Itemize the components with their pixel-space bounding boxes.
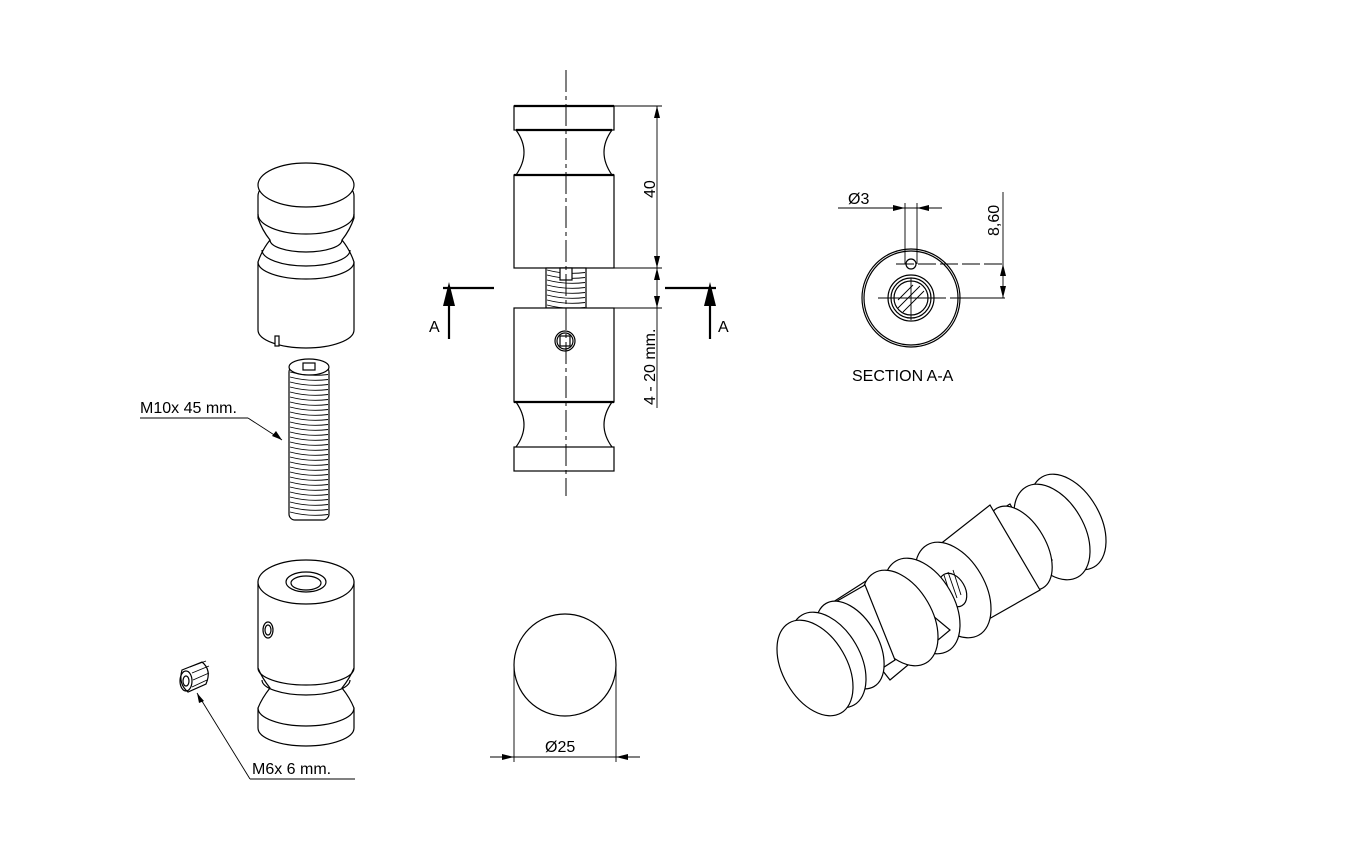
section-marker-right: A [665, 282, 729, 339]
thread-line [289, 416, 329, 421]
front-view [513, 70, 615, 496]
section-title: SECTION A-A [852, 368, 954, 385]
thread-line [289, 396, 329, 401]
thread-line [289, 376, 329, 381]
thread-line [289, 406, 329, 411]
thread-line [289, 486, 329, 491]
thread-line [289, 511, 329, 516]
thread-line [289, 501, 329, 506]
thread-line [289, 461, 329, 466]
thread-line [289, 471, 329, 476]
exploded-set-screw [179, 660, 210, 693]
thread-line [289, 476, 329, 481]
thread-line [289, 436, 329, 441]
stud-label: M10x 45 mm. [140, 400, 237, 417]
thread-line [289, 491, 329, 496]
set-screw-leader: M6x 6 mm. [196, 692, 355, 780]
thread-line [289, 426, 329, 431]
thread-line [289, 411, 329, 416]
thread-line [289, 441, 329, 446]
thread-line [289, 451, 329, 456]
exploded-bottom-knob [257, 559, 355, 747]
exploded-top-knob [257, 162, 355, 349]
thread-line [289, 466, 329, 471]
section-letter-right: A [718, 319, 729, 336]
thread-line [289, 496, 329, 501]
thread-line [289, 421, 329, 426]
isometric-view [776, 473, 1107, 717]
thread-line [289, 371, 329, 376]
thread-line [289, 446, 329, 451]
height-dimension: 40 4 - 20 mm. [614, 105, 662, 408]
exploded-threaded-stud [288, 358, 330, 521]
end-view: Ø25 [490, 613, 640, 762]
section-marker-left: A [429, 282, 494, 339]
thread-line [546, 294, 586, 299]
stud-leader: M10x 45 mm. [140, 400, 283, 441]
section-view: Ø3 8,60 SECTION A-A [838, 191, 1006, 385]
gap-dim-label: 4 - 20 mm. [642, 329, 659, 405]
set-screw-label: M6x 6 mm. [252, 761, 331, 778]
height-dim-label: 40 [642, 180, 659, 198]
thread-line [289, 391, 329, 396]
thread-line [289, 431, 329, 436]
section-letter-left: A [429, 319, 440, 336]
thread-line [289, 401, 329, 406]
diameter-label: Ø25 [545, 739, 575, 756]
hole-diameter-label: Ø3 [848, 191, 869, 208]
thread-line [289, 381, 329, 386]
thread-line [289, 456, 329, 461]
hole-offset-label: 8,60 [986, 205, 1003, 236]
thread-line [289, 481, 329, 486]
thread-line [289, 386, 329, 391]
thread-line [289, 506, 329, 511]
